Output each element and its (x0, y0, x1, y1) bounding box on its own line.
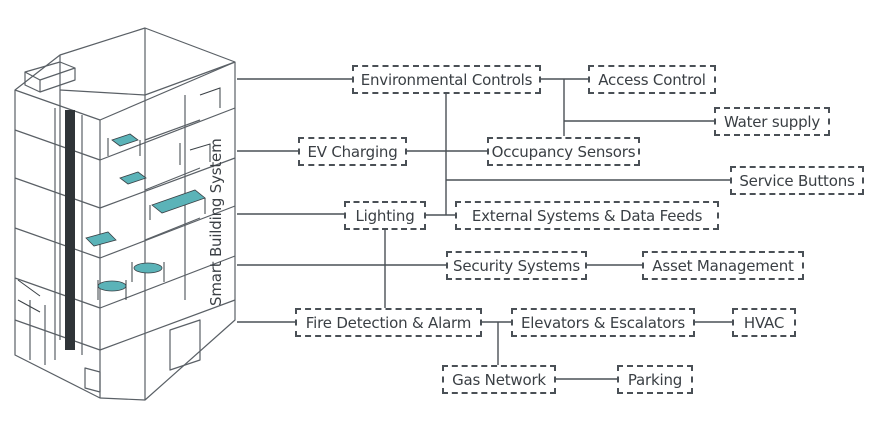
node-lighting: Lighting (344, 201, 426, 230)
node-security-systems: Security Systems (446, 251, 587, 280)
node-asset-management: Asset Management (642, 251, 804, 280)
node-external-systems: External Systems & Data Feeds (455, 201, 719, 230)
node-hvac: HVAC (732, 308, 796, 337)
node-ev-charging: EV Charging (298, 137, 407, 166)
node-environmental-controls: Environmental Controls (352, 65, 541, 94)
system-label: Smart Building System (207, 138, 225, 307)
node-fire-detection: Fire Detection & Alarm (295, 308, 482, 337)
node-occupancy-sensors: Occupancy Sensors (487, 137, 640, 166)
node-access-control: Access Control (588, 65, 716, 94)
node-gas-network: Gas Network (442, 365, 556, 394)
node-service-buttons: Service Buttons (730, 166, 864, 195)
node-elevators-escalators: Elevators & Escalators (511, 308, 695, 337)
node-water-supply: Water supply (714, 107, 830, 136)
node-parking: Parking (617, 365, 693, 394)
connector-lines (237, 78, 733, 380)
